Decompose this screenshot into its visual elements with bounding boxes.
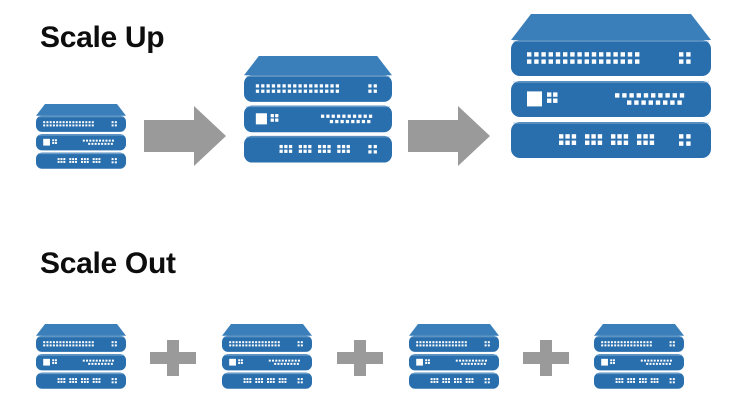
server-stack-small bbox=[36, 104, 126, 169]
arrow-right-icon bbox=[144, 106, 226, 166]
server-stack-large bbox=[511, 14, 711, 158]
server-stack-node-1 bbox=[36, 324, 126, 389]
scale-out-title: Scale Out bbox=[40, 247, 176, 280]
server-stack-node-3 bbox=[409, 324, 499, 389]
scale-up-title: Scale Up bbox=[40, 21, 165, 54]
server-stack-node-2 bbox=[222, 324, 312, 389]
plus-icon bbox=[523, 340, 569, 376]
server-stack-medium bbox=[244, 56, 392, 163]
server-stack-node-4 bbox=[594, 324, 684, 389]
plus-icon bbox=[150, 340, 196, 376]
arrow-right-icon bbox=[408, 106, 490, 166]
plus-icon bbox=[337, 340, 383, 376]
